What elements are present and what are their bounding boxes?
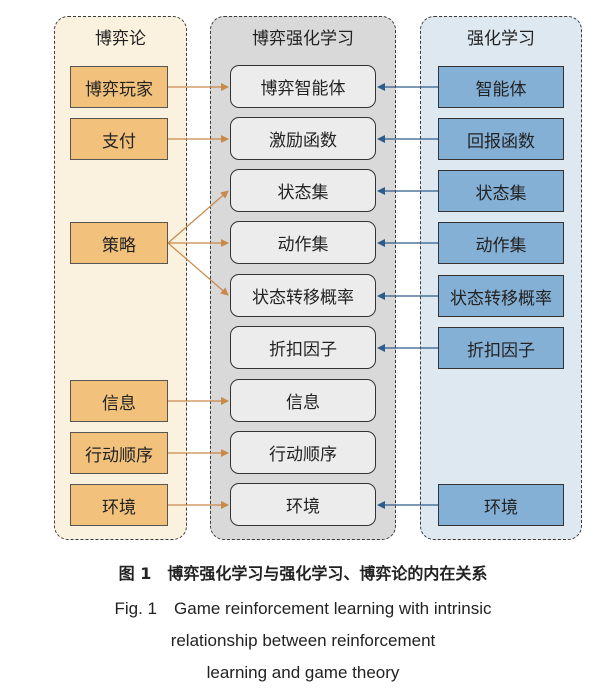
rl-node-state-set: 状态集	[438, 170, 564, 212]
grl-node-incentive-func: 激励函数	[230, 117, 376, 160]
grl-node-action-set: 动作集	[230, 221, 376, 264]
grl-node-game-agent: 博弈智能体	[230, 65, 376, 108]
gt-node-move-order: 行动顺序	[70, 432, 168, 474]
grl-node-state-set: 状态集	[230, 169, 376, 212]
figure-caption-english-line3: learning and game theory	[206, 663, 400, 682]
gt-node-strategy: 策略	[70, 222, 168, 264]
rl-node-transition-prob: 状态转移概率	[438, 275, 564, 317]
gt-node-information: 信息	[70, 380, 168, 422]
rl-node-agent: 智能体	[438, 66, 564, 108]
rl-node-action-set: 动作集	[438, 222, 564, 264]
grl-node-environment: 环境	[230, 483, 376, 526]
figure-caption-english-line1: Fig. 1 Game reinforcement learning with …	[114, 599, 492, 618]
grl-node-transition-prob: 状态转移概率	[230, 274, 376, 317]
figure-caption-chinese: 图 1 博弈强化学习与强化学习、博弈论的内在关系	[118, 564, 488, 583]
figure-caption-english-line2: relationship between reinforcement	[170, 631, 436, 650]
rl-node-discount-factor: 折扣因子	[438, 327, 564, 369]
gt-node-payoff: 支付	[70, 118, 168, 160]
rl-node-environment: 环境	[438, 484, 564, 526]
grl-node-move-order: 行动顺序	[230, 431, 376, 474]
rl-panel-title: 强化学习	[467, 29, 535, 49]
gt-node-environment: 环境	[70, 484, 168, 526]
grl-node-information: 信息	[230, 379, 376, 422]
game-rl-panel-title: 博弈强化学习	[252, 29, 354, 49]
game-theory-panel-title: 博弈论	[95, 29, 146, 49]
grl-node-discount-factor: 折扣因子	[230, 326, 376, 369]
gt-node-players: 博弈玩家	[70, 66, 168, 108]
rl-node-return-func: 回报函数	[438, 118, 564, 160]
